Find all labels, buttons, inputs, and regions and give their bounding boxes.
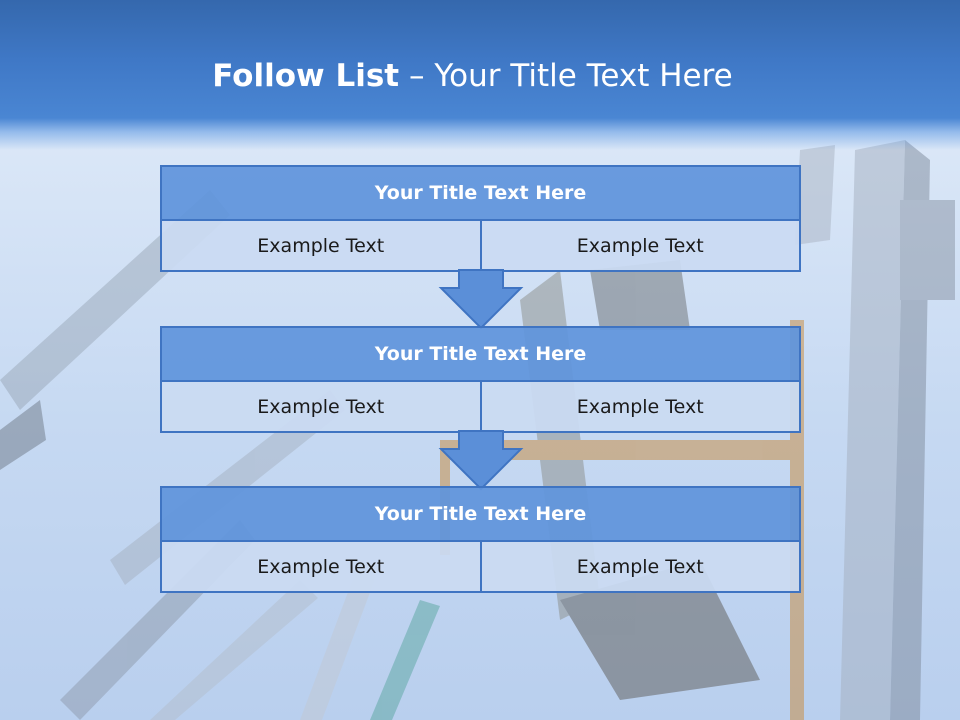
block-cell-right: Example Text — [481, 542, 801, 593]
arrow-down-icon — [438, 269, 524, 330]
block-title: Your Title Text Here — [160, 326, 801, 382]
block-title: Your Title Text Here — [160, 486, 801, 542]
block-row: Example Text Example Text — [160, 221, 801, 272]
title-rest: – Your Title Text Here — [399, 58, 733, 94]
block-row: Example Text Example Text — [160, 542, 801, 593]
arrow-down-icon — [438, 430, 524, 491]
block-title: Your Title Text Here — [160, 165, 801, 221]
slide-title: Follow List – Your Title Text Here — [0, 56, 945, 96]
title-bold: Follow List — [212, 58, 400, 94]
block-cell-left: Example Text — [160, 382, 482, 433]
slide-header — [0, 0, 960, 150]
list-block-1: Your Title Text Here Example Text Exampl… — [160, 165, 801, 272]
list-block-3: Your Title Text Here Example Text Exampl… — [160, 486, 801, 593]
block-row: Example Text Example Text — [160, 382, 801, 433]
block-cell-left: Example Text — [160, 221, 482, 272]
list-block-2: Your Title Text Here Example Text Exampl… — [160, 326, 801, 433]
block-cell-right: Example Text — [481, 221, 801, 272]
block-cell-right: Example Text — [481, 382, 801, 433]
block-cell-left: Example Text — [160, 542, 482, 593]
